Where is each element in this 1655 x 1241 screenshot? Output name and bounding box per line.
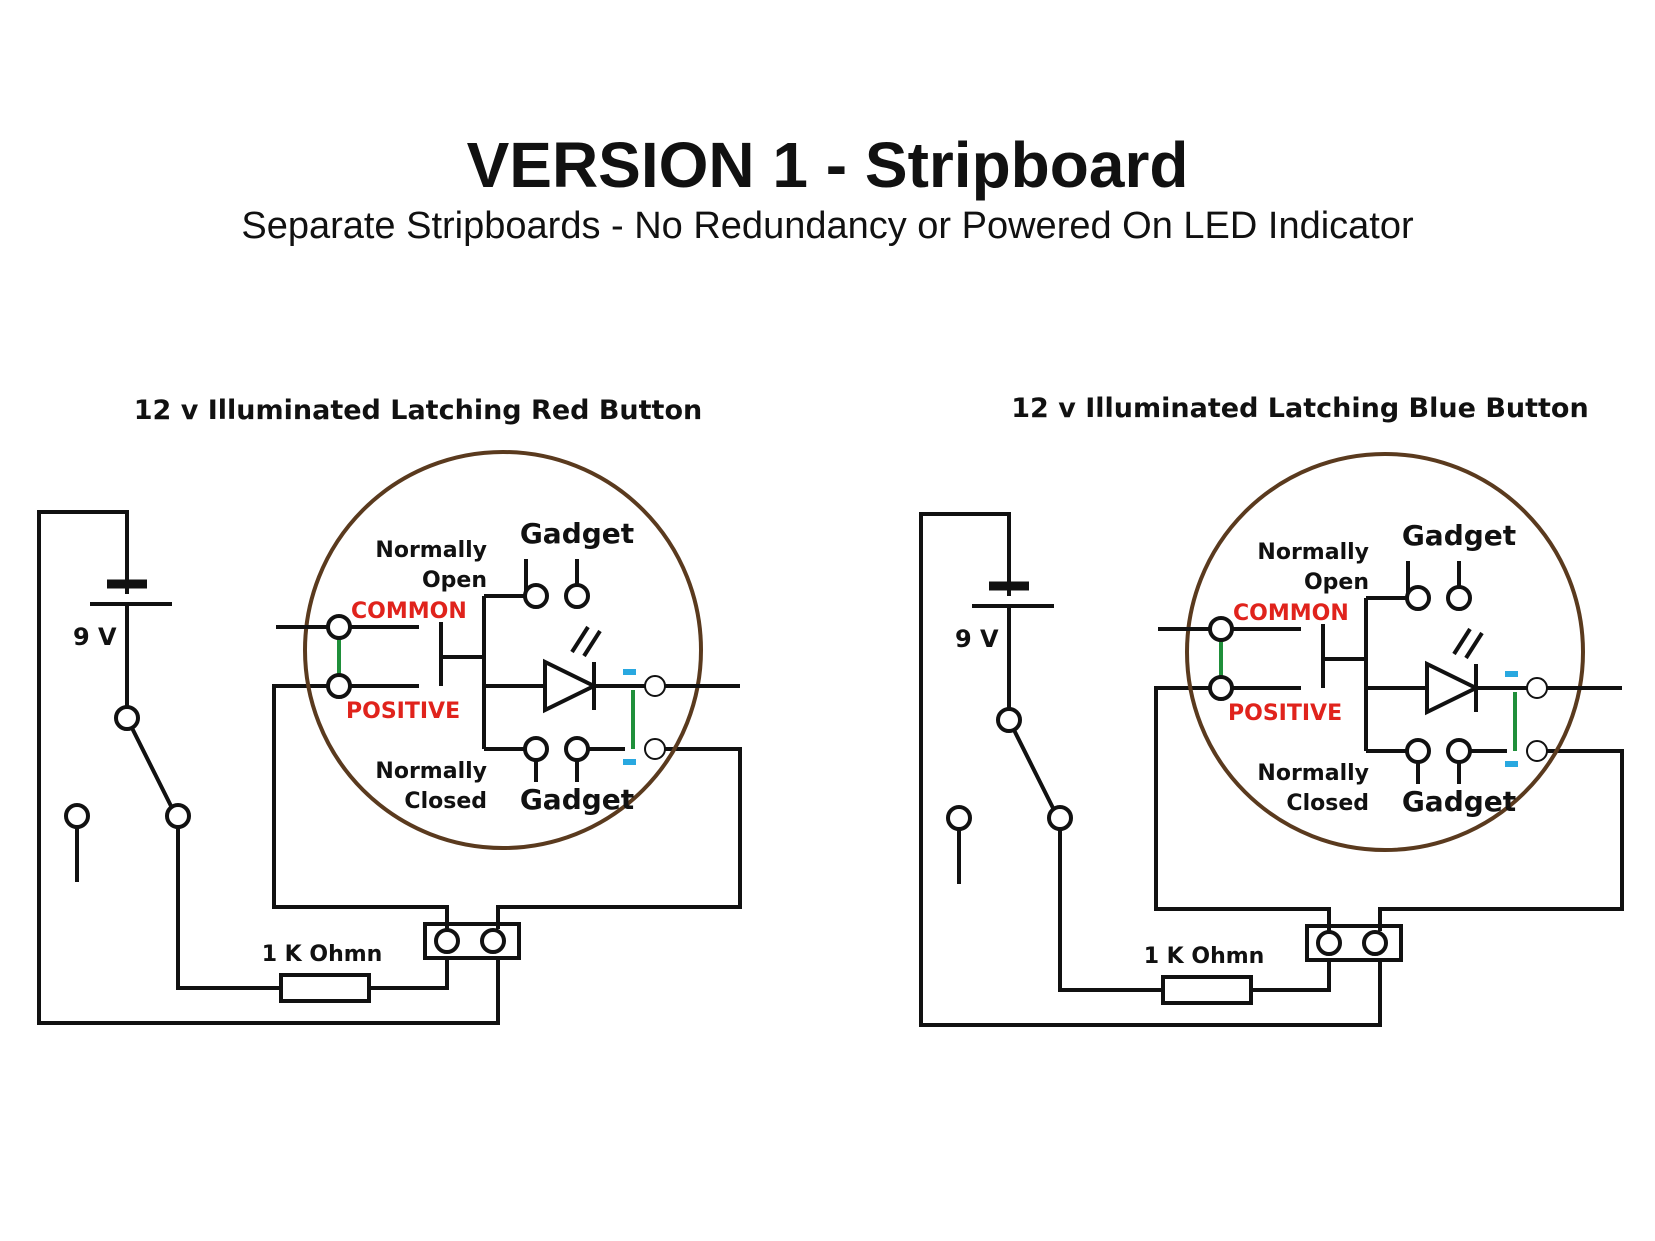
nc-contact-1 (523, 736, 549, 762)
gadget-bottom-label: Gadget (1402, 785, 1516, 818)
switch-lever (1012, 729, 1057, 813)
switch-terminal-left (64, 803, 90, 829)
nc-contact-1 (1405, 738, 1431, 764)
stripboard-hole-right (1362, 930, 1388, 956)
switch-pivot-terminal (996, 707, 1022, 733)
no-contact-1 (523, 583, 549, 609)
circuit-blue-button: 12 v Illuminated Latching Blue Button 9 … (919, 393, 1624, 1027)
switch-terminal-left (946, 805, 972, 831)
common-terminal (1208, 616, 1234, 642)
gadget-top-label: Gadget (520, 517, 634, 550)
led-diode-symbol (543, 658, 599, 714)
positive-label: POSITIVE (1228, 701, 1342, 726)
button-housing-circle (1185, 452, 1585, 852)
common-label: COMMON (351, 599, 467, 624)
no-contact-1 (1405, 585, 1431, 611)
normally-open-label-2: Open (422, 568, 487, 593)
resistor-label: 1 K Ohmn (262, 942, 383, 967)
led-terminal-bottom (1526, 740, 1548, 762)
no-contact-2 (1446, 585, 1472, 611)
normally-open-label-1: Normally (1257, 540, 1369, 565)
positive-label: POSITIVE (346, 699, 460, 724)
stripboard-hole-left (434, 928, 460, 954)
battery-label: 9 V (955, 625, 999, 653)
switch-lever (130, 727, 175, 811)
led-diode-symbol (1425, 660, 1481, 716)
normally-closed-label-1: Normally (375, 759, 487, 784)
button-housing-circle (303, 450, 703, 850)
led-terminal-top (644, 675, 666, 697)
normally-closed-label-2: Closed (404, 789, 487, 814)
gadget-bottom-label: Gadget (520, 783, 634, 816)
resistor (1161, 975, 1253, 1005)
nc-contact-2 (564, 736, 590, 762)
stripboard-hole-right (480, 928, 506, 954)
no-contact-2 (564, 583, 590, 609)
normally-closed-label-2: Closed (1286, 791, 1369, 816)
main-loop-wire (37, 510, 500, 1025)
normally-open-label-2: Open (1304, 570, 1369, 595)
common-label: COMMON (1233, 601, 1349, 626)
circuit-heading: 12 v Illuminated Latching Red Button (134, 395, 703, 426)
nc-contact-2 (1446, 738, 1472, 764)
normally-open-label-1: Normally (375, 538, 487, 563)
led-terminal-bottom (644, 738, 666, 760)
switch-pivot-terminal (114, 705, 140, 731)
page-subtitle: Separate Stripboards - No Redundancy or … (241, 205, 1414, 247)
switch-terminal-right (165, 803, 191, 829)
gadget-top-label: Gadget (1402, 519, 1516, 552)
resistor-label: 1 K Ohmn (1144, 944, 1265, 969)
page-title: VERSION 1 - Stripboard (466, 129, 1189, 201)
circuit-red-button: 12 v Illuminated Latching Red Button 9 V… (37, 395, 742, 1025)
battery-label: 9 V (73, 623, 117, 651)
led-terminal-top (1526, 677, 1548, 699)
circuit-heading: 12 v Illuminated Latching Blue Button (1011, 393, 1588, 424)
positive-terminal (1208, 675, 1234, 701)
switch-terminal-right (1047, 805, 1073, 831)
common-terminal (326, 614, 352, 640)
positive-terminal (326, 673, 352, 699)
resistor (279, 973, 371, 1003)
normally-closed-label-1: Normally (1257, 761, 1369, 786)
stripboard-hole-left (1316, 930, 1342, 956)
